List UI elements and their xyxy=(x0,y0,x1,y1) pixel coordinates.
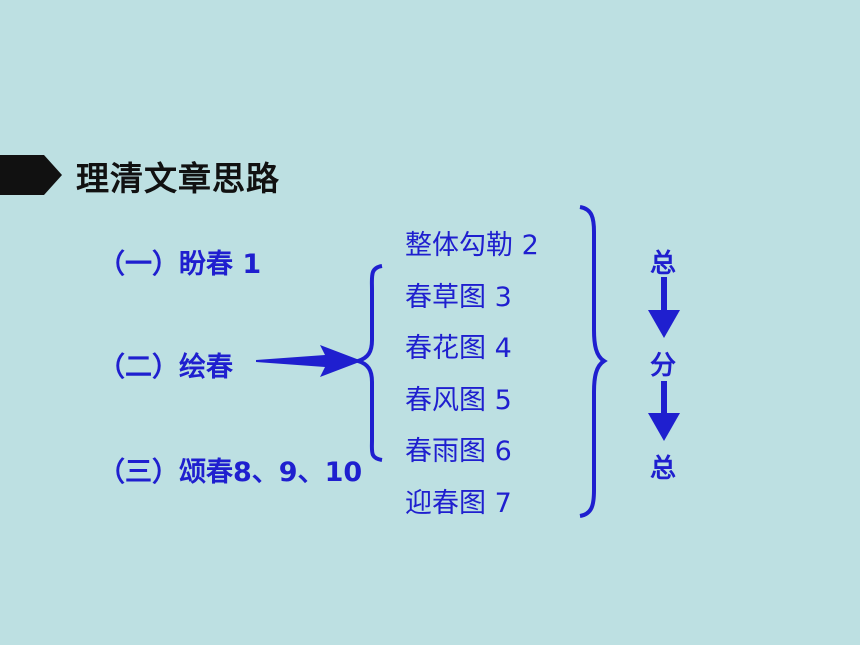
part-3-label: （三）颂春8、9、10 xyxy=(98,457,363,488)
right-arrow-icon xyxy=(256,345,362,377)
flow-bottom-label: 总 xyxy=(650,454,677,484)
down-arrow-icon xyxy=(648,381,680,441)
down-arrow-icon xyxy=(648,277,680,338)
sub-item-wind: 春风图 5 xyxy=(405,385,512,416)
part-1-label: （一）盼春 1 xyxy=(98,249,262,280)
sub-item-flowers: 春花图 4 xyxy=(405,333,512,364)
right-brace-icon xyxy=(579,205,608,518)
sub-item-welcome: 迎春图 7 xyxy=(405,488,512,519)
slide-title: 理清文章思路 xyxy=(76,159,280,198)
left-brace-icon xyxy=(351,264,383,462)
sub-item-overall: 整体勾勒 2 xyxy=(405,230,539,261)
part-2-label: （二）绘春 xyxy=(98,352,233,383)
flow-top-label: 总 xyxy=(650,249,677,279)
flow-middle-label: 分 xyxy=(650,351,677,381)
arrow-tab-icon xyxy=(0,155,62,195)
sub-item-rain: 春雨图 6 xyxy=(405,436,512,467)
sub-item-grass: 春草图 3 xyxy=(405,282,512,313)
